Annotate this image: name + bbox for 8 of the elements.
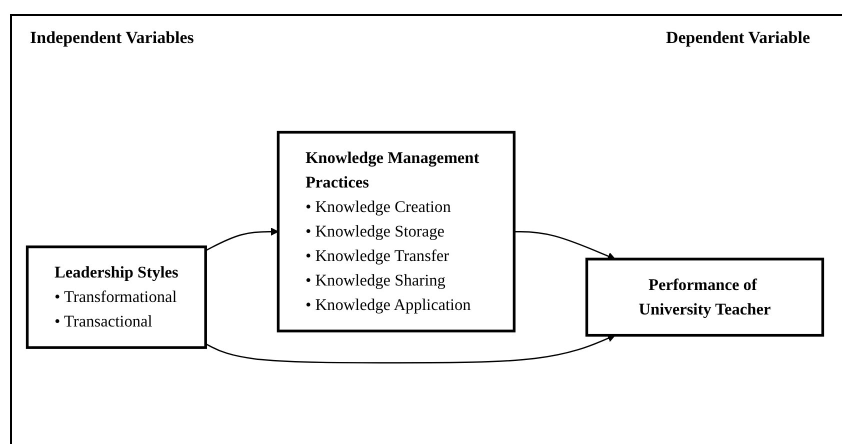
arrow [205, 228, 279, 252]
column-heading: Independent Variables [30, 28, 194, 48]
column-heading: Dependent Variable [666, 28, 810, 48]
node-box: Knowledge Management Practices • Knowledge Creation • Knowledge Storage • Knowledge Transfer • Knowledge Sharing • Knowledge Application [276, 131, 516, 333]
node-box: Performance of University Teacher [585, 258, 824, 338]
arrow [205, 334, 616, 364]
node-box: Leadership Styles • Transformational • Transactional [26, 246, 207, 350]
arrow [514, 231, 616, 260]
